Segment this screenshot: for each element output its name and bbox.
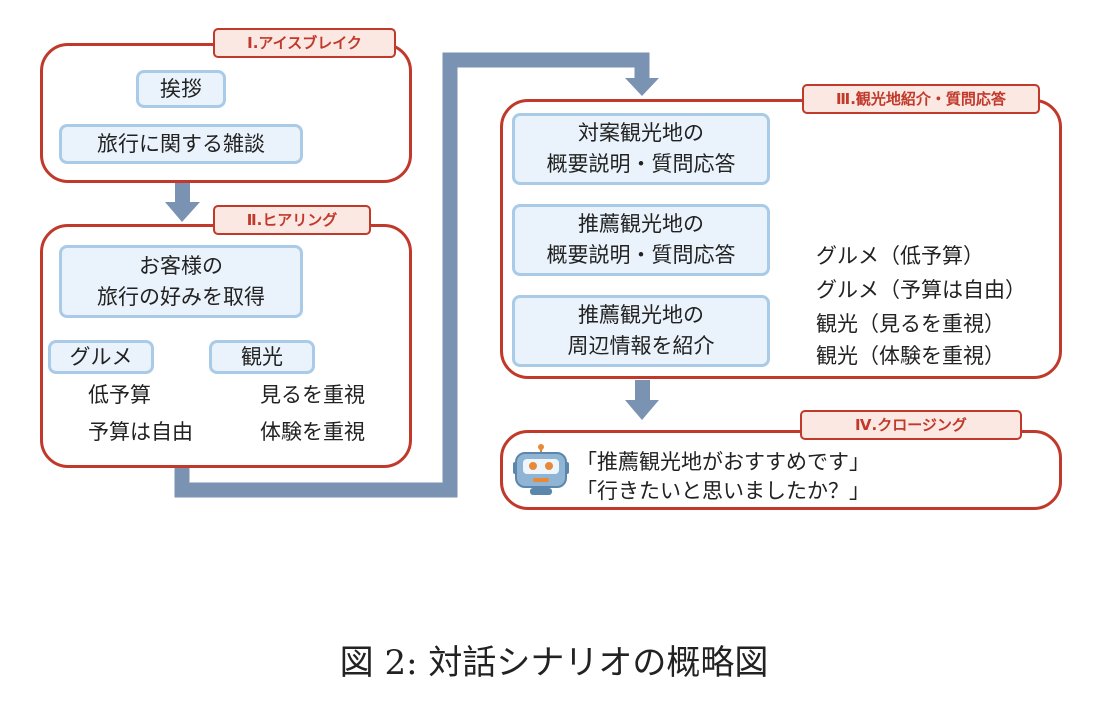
box-travel-chat: 旅行に関する雑談 — [59, 124, 303, 164]
sightseeing-option-experience: 体験を重視 — [260, 420, 365, 444]
main-flow-arrow — [174, 52, 650, 498]
branch-sightseeing-view: 観光（見るを重視） — [816, 312, 1005, 336]
main-flow-arrowhead — [625, 78, 659, 96]
gourmet-option-free-budget: 予算は自由 — [88, 420, 193, 444]
box-greeting: 挨拶 — [136, 70, 226, 108]
flow-arrow-1-2-head — [165, 202, 200, 222]
sightseeing-option-view: 見るを重視 — [260, 383, 365, 407]
closing-quote-recommend: 「推薦観光地がおすすめです」 — [576, 450, 870, 474]
box-surroundings: 推薦観光地の 周辺情報を紹介 — [512, 295, 770, 367]
robot-icon — [513, 444, 569, 495]
tag-hearing: Ⅱ.ヒアリング — [213, 205, 371, 235]
box-target-spot: 対案観光地の 概要説明・質問応答 — [512, 113, 770, 185]
branch-gourmet-free-budget: グルメ（予算は自由） — [816, 278, 1026, 302]
figure-caption: 図 2: 対話シナリオの概略図 — [339, 643, 769, 683]
box-gourmet: グルメ — [48, 340, 154, 374]
section-closing — [500, 430, 1062, 510]
branch-gourmet-low-budget: グルメ（低予算） — [816, 244, 984, 268]
branch-sightseeing-experience: 観光（体験を重視） — [816, 344, 1005, 368]
flow-arrow-3-4-shaft — [635, 380, 650, 402]
box-preference: お客様の 旅行の好みを取得 — [59, 245, 303, 318]
closing-quote-question: 「行きたいと思いましたか？」 — [576, 479, 870, 503]
gourmet-option-low-budget: 低予算 — [88, 383, 151, 407]
tag-closing: Ⅳ.クロージング — [800, 410, 1022, 440]
tag-spot-intro: Ⅲ.観光地紹介・質問応答 — [802, 84, 1040, 114]
flow-arrow-3-4-head — [625, 400, 659, 420]
flow-arrow-1-2-shaft — [175, 182, 190, 204]
box-recommended-spot: 推薦観光地の 概要説明・質問応答 — [512, 204, 770, 276]
box-sightseeing: 観光 — [209, 340, 315, 374]
tag-icebreak: Ⅰ.アイスブレイク — [213, 28, 396, 58]
